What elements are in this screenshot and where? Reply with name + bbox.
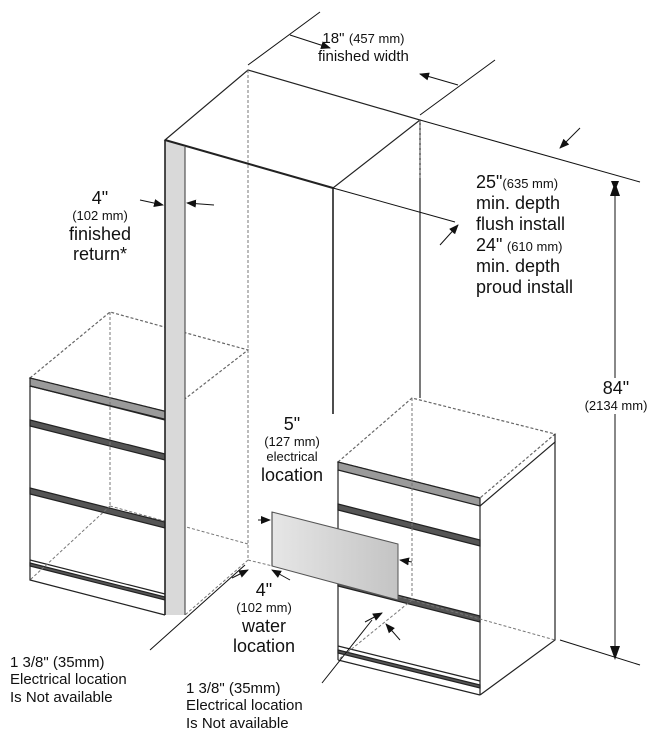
depth-proud-line1: min. depth [476,256,561,277]
return-value: 4" [91,188,109,208]
note-left: 1 3/8" (35mm) Electrical location Is Not… [10,654,127,706]
depth-proud-metric: (610 mm) [506,238,563,254]
width-value: 18" [322,30,345,47]
electrical-metric: (127 mm) [264,433,320,449]
water-line2: location [232,636,296,657]
depth-proud-value: 24" [476,234,503,255]
height-arrow-bottom [610,646,620,660]
electrical-line2: location [260,464,324,485]
height-metric: (2134 mm) [584,397,648,413]
width-caption: finished width [318,48,409,66]
width-metric: (457 mm) [348,31,405,46]
electrical-box [271,511,399,601]
water-label: 4" (102 mm) water location [222,580,306,657]
depth-flush-line1: min. depth [476,193,561,214]
note-right-line1: 1 3/8" (35mm) [186,680,281,697]
height-arrow-top [610,182,620,196]
depth-flush-metric: (635 mm) [502,176,559,191]
return-label: 4" (102 mm) finished return* [60,188,140,265]
water-value: 4" [255,580,273,600]
note-right-line2: Electrical location [186,697,303,715]
left-cabinet [28,311,250,616]
return-line2: return* [72,244,128,265]
height-value: 84" [602,378,630,398]
return-metric: (102 mm) [72,207,128,223]
electrical-line1: electrical [266,448,318,464]
water-line1: water [241,615,286,636]
depth-flush-line2: flush install [476,214,566,235]
note-right: 1 3/8" (35mm) Electrical location Is Not… [186,680,303,732]
depth-flush-value: 25" [476,172,503,192]
width-label: 18" (457 mm) finished width [318,30,409,66]
note-left-line2: Electrical location [10,671,127,689]
electrical-value: 5" [283,414,301,434]
note-right-line3: Is Not available [186,714,289,732]
depth-label: 25"(635 mm) min. depth flush install 24"… [476,172,573,298]
dimension-lines [139,11,641,684]
return-line1: finished [68,223,132,244]
note-left-line1: 1 3/8" (35mm) [10,654,105,671]
water-metric: (102 mm) [236,599,292,615]
depth-proud-line2: proud install [476,276,574,297]
electrical-label: 5" (127 mm) electrical location [250,414,334,486]
height-label: 84" (2134 mm) [578,378,653,414]
note-left-line3: Is Not available [10,688,113,706]
